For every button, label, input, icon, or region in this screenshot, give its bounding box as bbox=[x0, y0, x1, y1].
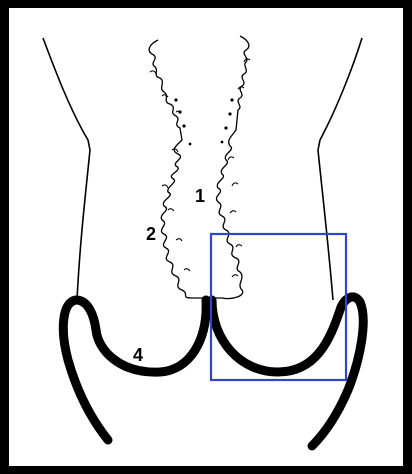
left-thick-band bbox=[63, 300, 206, 440]
label-2: 2 bbox=[146, 224, 156, 244]
left-outer-contour bbox=[43, 38, 90, 300]
right-fold-edge bbox=[212, 36, 249, 299]
right-outer-contour bbox=[318, 38, 362, 300]
left-fold-edge bbox=[149, 40, 206, 298]
highlight-box bbox=[211, 234, 346, 380]
label-4: 4 bbox=[133, 345, 143, 365]
diagram-canvas: 1 2 4 bbox=[9, 8, 403, 466]
right-thick-band bbox=[212, 297, 363, 446]
anatomical-diagram: 1 2 4 bbox=[9, 8, 403, 466]
label-1: 1 bbox=[195, 186, 205, 206]
